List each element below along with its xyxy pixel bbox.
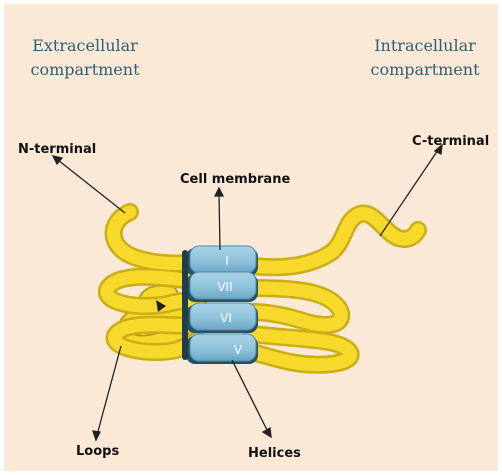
helix-label-i: I — [225, 254, 229, 268]
n-terminal-arrow-line — [58, 160, 125, 213]
helices-arrowhead — [263, 428, 271, 437]
cell-membrane-arrowhead — [215, 188, 223, 196]
helix-vii: VII — [186, 272, 258, 302]
helix-label-vii: VII — [217, 280, 232, 294]
c-terminal-label: C-terminal — [412, 134, 489, 149]
loops-arrow-line — [97, 346, 121, 435]
helix-v: V — [186, 334, 258, 364]
loops-arrowhead — [93, 431, 100, 440]
loops-label: Loops — [76, 444, 119, 459]
n-terminal-label: N-terminal — [18, 142, 96, 157]
helix-stack: I VII VI V — [182, 246, 258, 364]
helix-edge — [182, 250, 188, 360]
loops-right — [252, 214, 418, 365]
helix-vi: VI — [186, 303, 258, 333]
helices-arrow-line — [232, 360, 268, 432]
c-terminal-arrow-line — [380, 150, 438, 236]
helix-label-v: V — [234, 343, 243, 357]
cell-membrane-label: Cell membrane — [180, 172, 290, 187]
helix-label-vi: VI — [220, 311, 232, 325]
cell-membrane-arrow-line — [219, 193, 220, 250]
right-loop-2 — [252, 334, 351, 365]
helices-label: Helices — [248, 446, 301, 461]
